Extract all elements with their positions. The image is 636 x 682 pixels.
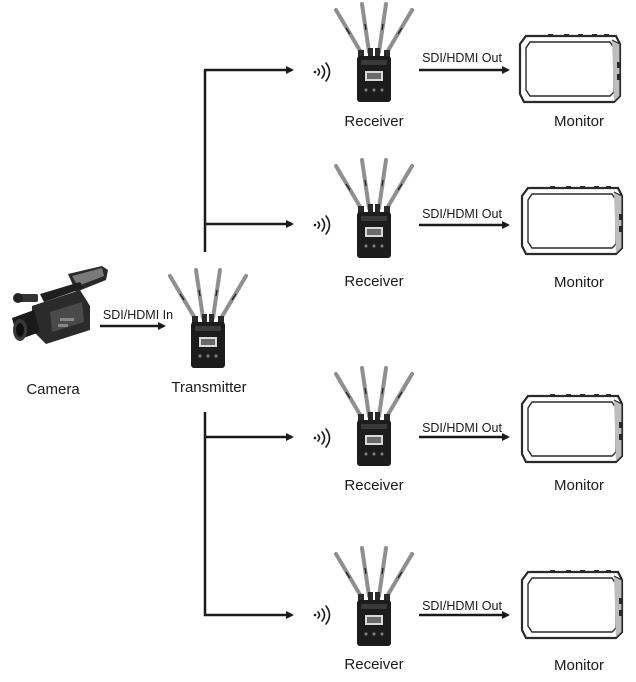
receiver-label: Receiver [344,656,403,673]
output-label: SDI/HDMI Out [422,599,502,613]
output-label: SDI/HDMI Out [422,421,502,435]
wireless-receiver-icon [334,546,414,648]
receiver-row-1: Receiver SDI/HDMI Out Monitor [312,2,622,130]
receiver-row-2: Receiver SDI/HDMI Out Monitor [312,158,624,291]
wireless-receiver-icon [334,2,414,104]
distribution-bus [203,66,294,619]
monitor-label: Monitor [554,113,604,130]
transmitter-label: Transmitter [171,379,246,396]
transmitter-device: Transmitter [168,268,248,396]
wireless-transmitter-icon [168,268,248,370]
wireless-signal-icon [312,428,331,448]
receiver-label: Receiver [344,113,403,130]
output-label: SDI/HDMI Out [422,51,502,65]
camera-label: Camera [26,381,80,398]
receiver-row-4: Receiver SDI/HDMI Out Monitor [312,546,624,674]
monitor-icon [518,32,622,104]
wireless-signal-icon [312,62,331,82]
monitor-label: Monitor [554,274,604,291]
monitor-icon [520,568,624,640]
wireless-signal-icon [312,605,331,625]
wireless-signal-icon [312,215,331,235]
receiver-label: Receiver [344,477,403,494]
monitor-icon [520,184,624,256]
output-label: SDI/HDMI Out [422,207,502,221]
camera-device: Camera [12,266,108,398]
receiver-row-3: Receiver SDI/HDMI Out Monitor [312,366,624,494]
wireless-receiver-icon [334,366,414,468]
receiver-label: Receiver [344,273,403,290]
monitor-label: Monitor [554,477,604,494]
input-label: SDI/HDMI In [103,308,173,322]
monitor-label: Monitor [554,657,604,674]
input-link: SDI/HDMI In [100,308,173,330]
monitor-icon [520,392,624,464]
wireless-receiver-icon [334,158,414,260]
video-camera-icon [12,266,108,344]
